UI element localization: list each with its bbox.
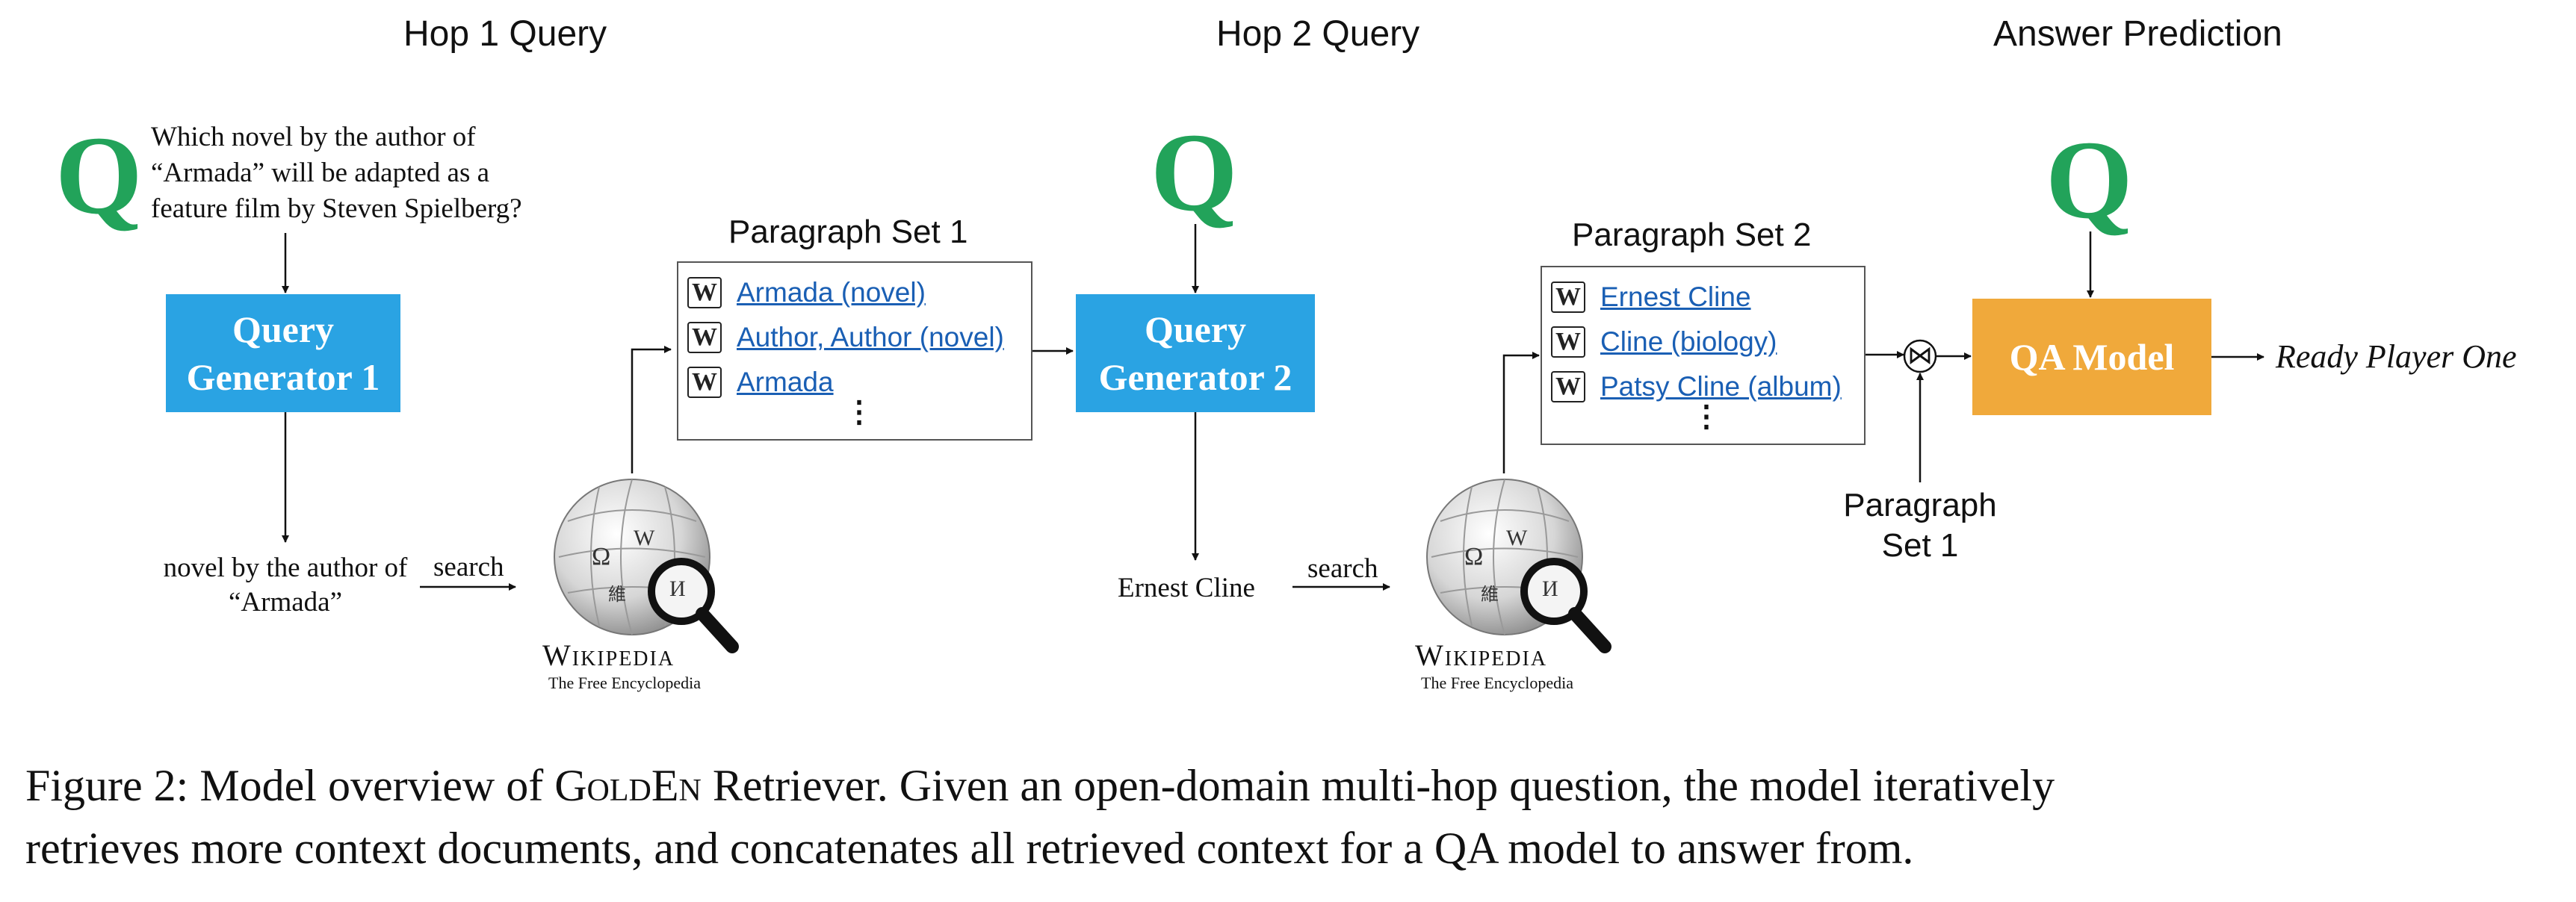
wikipedia-wordmark-1: Wikipedia (542, 638, 675, 672)
paragraph-link[interactable]: Armada (737, 367, 834, 397)
paragraph-set-2-title: Paragraph Set 2 (1572, 217, 1812, 253)
list-item: W Armada (novel) (687, 273, 926, 312)
generator1-line2: Generator 1 (186, 356, 380, 398)
concat-symbol: ⋈ (1907, 342, 1933, 370)
wikipedia-w-icon: W (1551, 371, 1585, 402)
wikipedia-tagline-2: The Free Encyclopedia (1421, 674, 1574, 692)
caption-model-name: GoldEn (554, 761, 702, 810)
qa-model-box: QA Model (1972, 299, 2211, 415)
list-item: W Armada (687, 363, 834, 402)
caption-suffix: Retriever. Given an open-domain multi-ho… (701, 761, 2055, 810)
list-item: W Ernest Cline (1551, 278, 1751, 317)
paragraph-set-1-title: Paragraph Set 1 (728, 214, 968, 250)
list-item: W Author, Author (novel) (687, 318, 1004, 357)
svg-text:Ω: Ω (1464, 543, 1483, 570)
wikipedia-w-icon: W (687, 367, 722, 398)
concat-node (1903, 339, 1937, 373)
wikipedia-logo-2: Ω W 維 И Wikipedia The Free Encyclopedia (1411, 469, 1620, 708)
wikipedia-logo-1: Ω W 維 И Wikipedia The Free Encyclopedia (538, 469, 747, 708)
arrow-wikipedia1-to-pset1 (631, 346, 672, 473)
more-items-ellipsis: ⋮ (1691, 399, 1721, 433)
generator2-line1: Query (1144, 308, 1247, 350)
generator2-line2: Generator 2 (1098, 356, 1292, 398)
svg-text:W: W (1506, 526, 1528, 550)
svg-text:W: W (634, 526, 655, 550)
wikipedia-wordmark-2: Wikipedia (1415, 638, 1548, 672)
caption-prefix: Figure 2: Model overview of (25, 761, 555, 810)
wikipedia-w-icon: W (1551, 326, 1585, 358)
paragraph-set-1-input-label: Paragraph Set 1 (1830, 485, 2010, 566)
question-text: Which novel by the author of “Armada” wi… (151, 122, 522, 224)
answer-prediction-title: Answer Prediction (1993, 14, 2282, 54)
svg-text:Ω: Ω (592, 543, 610, 570)
hop1-query: novel by the author of “Armada” (163, 553, 408, 618)
svg-text:И: И (1542, 576, 1558, 601)
wikipedia-tagline-1: The Free Encyclopedia (548, 674, 702, 692)
svg-text:И: И (669, 576, 686, 601)
answer-text: Ready Player One (2276, 338, 2517, 375)
qa-model-label: QA Model (2009, 336, 2175, 378)
svg-text:維: 維 (1481, 584, 1499, 605)
paragraph-set-1-box: W Armada (novel) W Author, Author (novel… (677, 261, 1032, 441)
paragraph-link[interactable]: Ernest Cline (1600, 282, 1751, 312)
wikipedia-globe-icon: Ω W 維 И (1426, 479, 1611, 653)
wikipedia-w-icon: W (687, 322, 722, 353)
question-q-icon: Q (55, 113, 143, 237)
generator1-line1: Query (232, 308, 335, 350)
wikipedia-w-icon: W (687, 277, 722, 308)
list-item: W Patsy Cline (album) (1551, 367, 1842, 406)
figure-caption: Figure 2: Model overview of GoldEn Retri… (25, 754, 2566, 880)
hop1-query-text: novel by the author of “Armada” (151, 551, 420, 620)
paragraph-link[interactable]: Patsy Cline (album) (1600, 371, 1842, 402)
wikipedia-w-icon: W (1551, 282, 1585, 313)
paragraph-set-2-box: W Ernest Cline W Cline (biology) W Patsy… (1541, 266, 1866, 445)
more-items-ellipsis: ⋮ (844, 395, 874, 429)
hop2-title: Hop 2 Query (1216, 14, 1420, 54)
search-label-1: search (433, 552, 504, 582)
search-label-2: search (1307, 553, 1378, 584)
paragraph-link[interactable]: Author, Author (novel) (737, 322, 1004, 352)
caption-line2: retrieves more context documents, and co… (25, 824, 1914, 873)
hop1-title: Hop 1 Query (403, 14, 607, 54)
set1-label-line1: Paragraph (1843, 487, 1997, 523)
svg-text:維: 維 (608, 584, 626, 605)
q3-icon: Q (2046, 118, 2133, 242)
q2-icon: Q (1151, 111, 1238, 234)
wikipedia-globe-icon: Ω W 維 И (554, 479, 739, 653)
paragraph-link[interactable]: Armada (novel) (737, 277, 926, 308)
hop2-query-text: Ernest Cline (1118, 573, 1255, 603)
list-item: W Cline (biology) (1551, 323, 1777, 361)
set1-label-line2: Set 1 (1881, 527, 1959, 564)
paragraph-link[interactable]: Cline (biology) (1600, 326, 1777, 357)
arrow-wikipedia2-to-pset2 (1502, 352, 1540, 473)
